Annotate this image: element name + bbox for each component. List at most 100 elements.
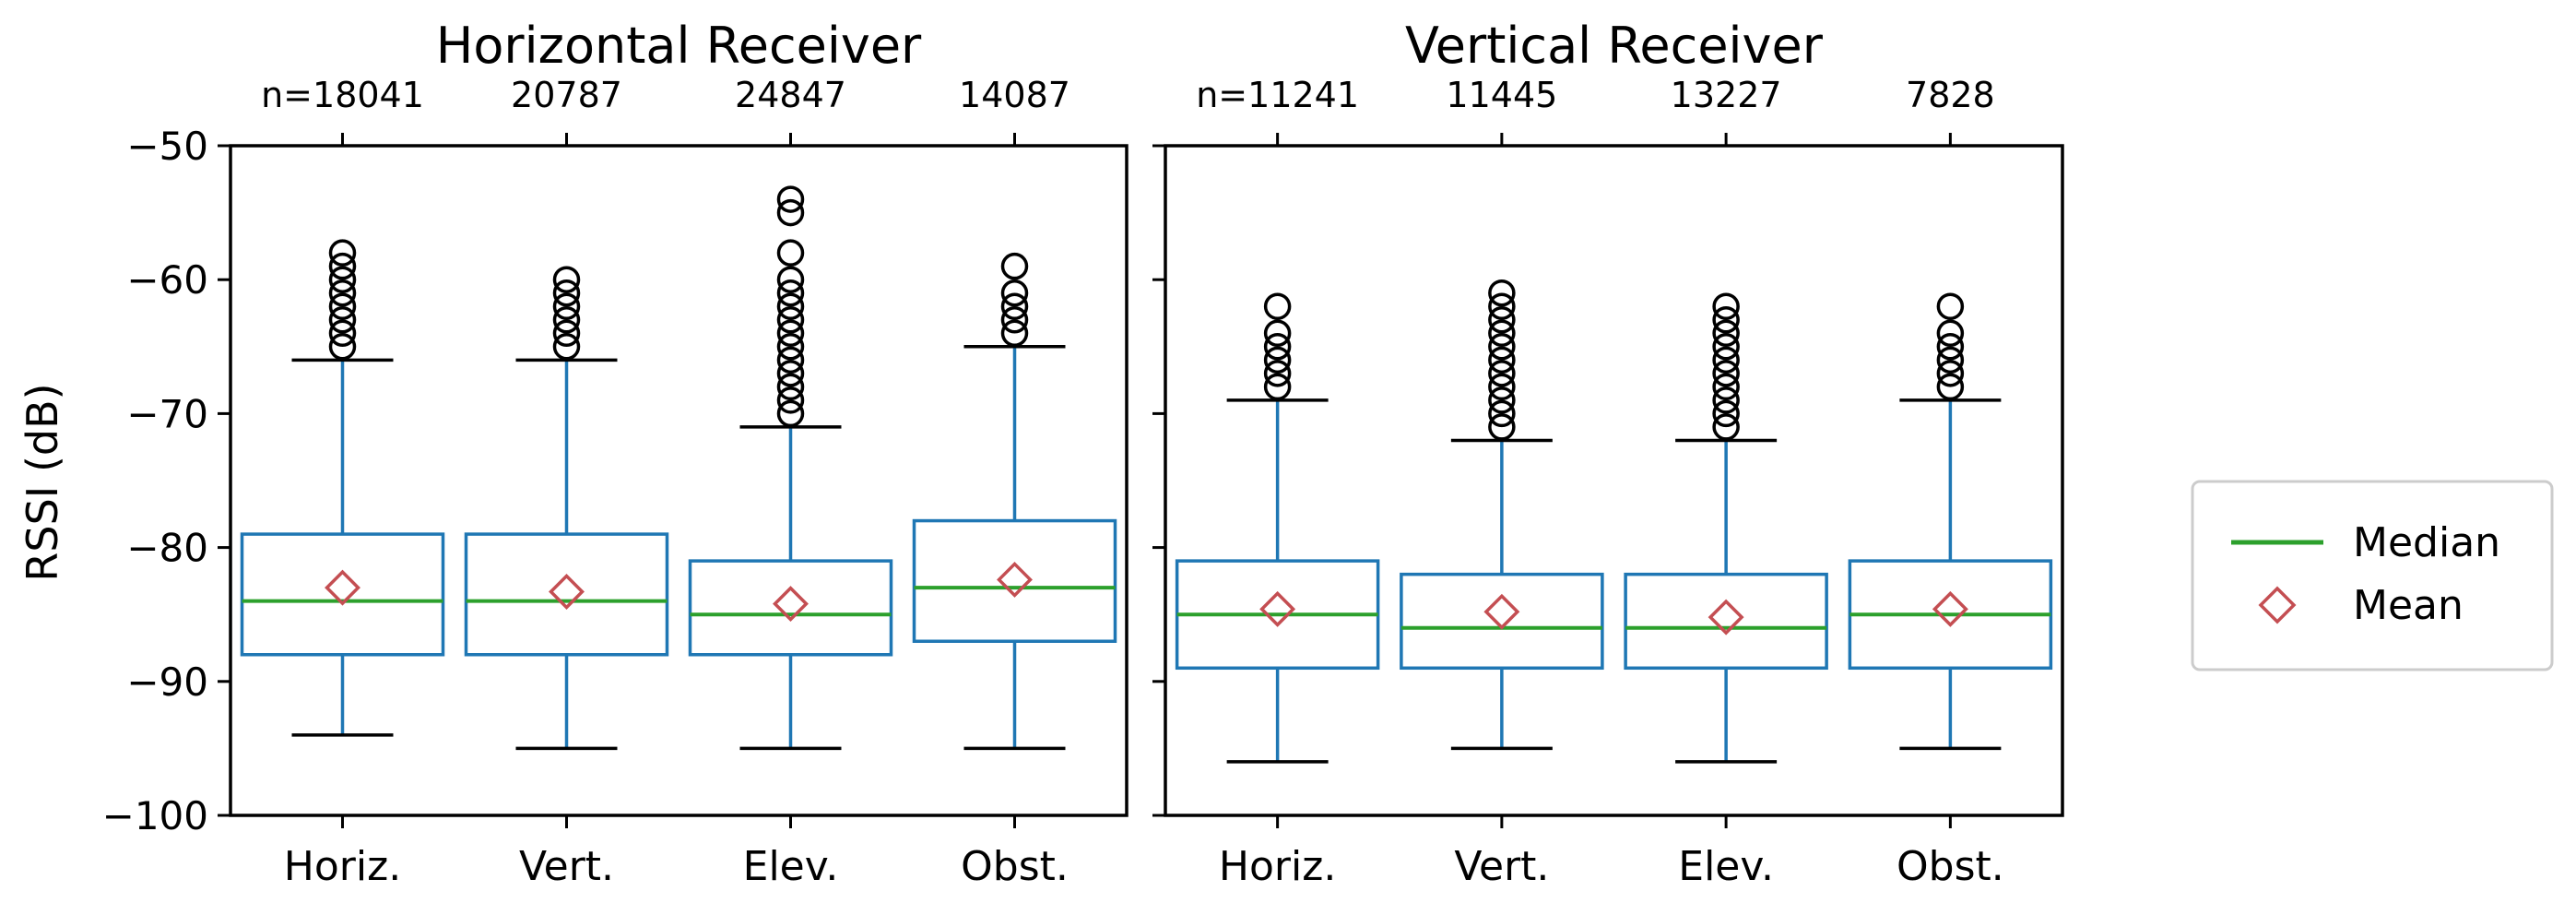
y-tick-label: −90 — [126, 659, 208, 705]
box — [912, 518, 1117, 643]
outlier-point — [1936, 346, 1965, 374]
outlier-point — [1000, 252, 1029, 280]
outlier-point — [552, 266, 581, 293]
outlier-point — [776, 239, 805, 267]
outlier-point — [776, 306, 805, 334]
outlier-point — [776, 399, 805, 428]
count-label: 20787 — [511, 75, 622, 115]
panel-title: Horizontal Receiver — [436, 17, 922, 75]
x-tick-label: Elev. — [743, 843, 839, 890]
count-label: n=18041 — [261, 75, 424, 115]
outlier-point — [552, 292, 581, 320]
mean-marker — [1932, 590, 1968, 627]
legend-label: Mean — [2353, 582, 2464, 629]
outlier-point — [328, 239, 357, 267]
outlier-point — [328, 333, 357, 361]
outlier-point — [776, 386, 805, 414]
outlier-point — [776, 185, 805, 213]
outlier-point — [1000, 292, 1029, 320]
count-label: 7828 — [1906, 75, 1995, 115]
count-label: n=11241 — [1196, 75, 1359, 115]
outlier-point — [328, 266, 357, 293]
outlier-point — [1488, 279, 1516, 307]
mean-marker — [773, 586, 809, 623]
panel-title: Vertical Receiver — [1405, 17, 1824, 75]
count-label: 11445 — [1446, 75, 1557, 115]
mean-marker — [1259, 590, 1296, 627]
box — [1624, 572, 1828, 671]
y-axis-label: RSSI (dB) — [18, 383, 67, 581]
count-label: 14087 — [959, 75, 1070, 115]
x-tick-label: Horiz. — [284, 843, 401, 890]
outlier-point — [552, 279, 581, 307]
outlier-point — [1263, 292, 1292, 320]
mean-marker — [1483, 593, 1520, 630]
outlier-point — [776, 266, 805, 293]
x-tick-label: Obst. — [1897, 843, 2004, 890]
y-tick-label: −50 — [126, 124, 208, 169]
panels: Horizontal Receiver −100 −90 −80 −70 −60 −50Ho… — [102, 17, 2064, 890]
legend-box — [2191, 480, 2554, 671]
outlier-point — [1263, 360, 1292, 387]
outlier-point — [1712, 413, 1740, 441]
mean-marker — [549, 574, 585, 610]
outlier-point — [1712, 399, 1740, 428]
outlier-point — [1488, 386, 1516, 414]
outlier-point — [1488, 319, 1516, 348]
outlier-point — [1488, 399, 1516, 428]
box — [240, 532, 445, 657]
outlier-point — [1000, 306, 1029, 334]
outlier-point — [328, 252, 357, 280]
x-tick-label: Elev. — [1678, 843, 1774, 890]
x-tick-label: Vert. — [1454, 843, 1549, 890]
box — [464, 532, 669, 657]
outlier-point — [1712, 306, 1740, 334]
outlier-point — [1263, 333, 1292, 361]
y-tick-label: −80 — [126, 526, 208, 571]
box — [688, 559, 893, 657]
outlier-point — [776, 346, 805, 374]
outlier-point — [776, 292, 805, 320]
x-tick-label: Horiz. — [1219, 843, 1336, 890]
y-tick-label: −70 — [126, 391, 208, 436]
outlier-point — [328, 306, 357, 334]
outlier-point — [776, 360, 805, 387]
outlier-point — [328, 279, 357, 307]
outlier-point — [776, 319, 805, 348]
outlier-point — [1712, 319, 1740, 348]
outlier-point — [552, 306, 581, 334]
outlier-point — [1488, 292, 1516, 320]
outlier-point — [1712, 292, 1740, 320]
outlier-point — [552, 319, 581, 348]
plot-frame — [229, 144, 1128, 817]
y-tick-label: −60 — [126, 257, 208, 303]
outlier-point — [1936, 292, 1965, 320]
outlier-point — [1488, 333, 1516, 361]
outlier-point — [1263, 319, 1292, 348]
outlier-point — [776, 279, 805, 307]
outlier-point — [1000, 319, 1029, 348]
outlier-point — [1936, 319, 1965, 348]
outlier-point — [776, 333, 805, 361]
count-label: 24847 — [735, 75, 846, 115]
outlier-point — [1263, 373, 1292, 401]
mean-marker — [325, 569, 360, 606]
panel-1: Horizontal Receiver −100 −90 −80 −70 −60 −50Ho… — [102, 17, 1128, 890]
outlier-point — [776, 198, 805, 227]
outlier-point — [1936, 373, 1965, 401]
outlier-point — [1712, 333, 1740, 361]
y-tick-label: −100 — [102, 793, 208, 838]
outlier-point — [1712, 346, 1740, 374]
outlier-point — [328, 319, 357, 348]
x-tick-label: Obst. — [961, 843, 1069, 890]
outlier-point — [1712, 373, 1740, 401]
mean-marker — [997, 561, 1033, 598]
outlier-point — [1488, 413, 1516, 441]
count-label: 13227 — [1671, 75, 1782, 115]
outlier-point — [1712, 386, 1740, 414]
plot-frame — [1164, 144, 2064, 817]
outlier-point — [1936, 333, 1965, 361]
